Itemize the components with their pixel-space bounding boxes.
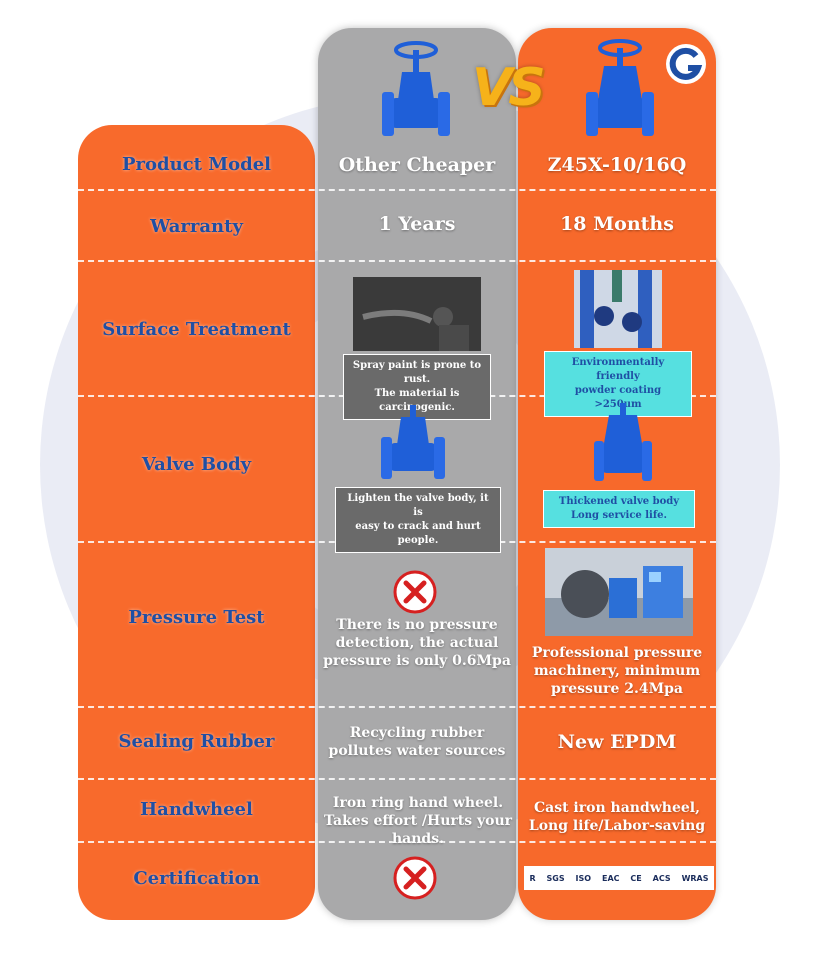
label-certification: Certification bbox=[133, 868, 260, 889]
cert-wras-logo: WRAS bbox=[681, 873, 709, 883]
our-valve-image bbox=[586, 39, 654, 136]
cert-eac-logo: EAC bbox=[601, 873, 620, 883]
label-handwheel: Handwheel bbox=[140, 799, 253, 820]
label-product-model: Product Model bbox=[121, 154, 272, 175]
vs-badge: VS bbox=[472, 58, 546, 118]
label-valve-body: Valve Body bbox=[141, 454, 252, 475]
cert-r-logo: R bbox=[529, 873, 536, 883]
other-valve-caption: Lighten the valve body, it is easy to cr… bbox=[335, 487, 501, 553]
powder-coating-photo bbox=[574, 270, 662, 348]
label-pressure-test: Pressure Test bbox=[128, 607, 265, 628]
other-product-title: Other Cheaper bbox=[338, 154, 496, 176]
other-valve-body-image bbox=[381, 405, 445, 479]
other-pressure-text: There is no pressure detection, the actu… bbox=[323, 617, 511, 669]
row-divider bbox=[78, 189, 716, 191]
other-cheaper-column bbox=[318, 28, 516, 920]
other-sealing-text: Recycling rubber pollutes water sources bbox=[328, 725, 506, 759]
our-product-title: Z45X-10/16Q bbox=[547, 154, 687, 176]
cert-ce-logo: CE bbox=[630, 873, 642, 883]
our-pressure-text: Professional pressure machinery, minimum… bbox=[531, 645, 703, 697]
spray-paint-photo bbox=[353, 277, 481, 351]
other-handwheel-text: Iron ring hand wheel. Takes effort /Hurt… bbox=[323, 795, 513, 847]
row-divider bbox=[78, 778, 716, 780]
our-handwheel-text: Cast iron handwheel, Long life/Labor-sav… bbox=[528, 800, 706, 834]
cert-sgs-logo: SGS bbox=[546, 873, 565, 883]
pressure-machine-photo bbox=[545, 548, 693, 636]
brand-logo-icon bbox=[666, 44, 706, 84]
row-divider bbox=[78, 841, 716, 843]
row-divider bbox=[78, 706, 716, 708]
our-warranty-value: 18 Months bbox=[560, 213, 674, 235]
cert-iso-logo: ISO bbox=[575, 873, 592, 883]
no-pressure-test-x-icon bbox=[393, 570, 437, 614]
row-divider bbox=[78, 260, 716, 262]
our-sealing-text: New EPDM bbox=[557, 731, 677, 753]
our-valve-caption: Thickened valve body Long service life. bbox=[543, 490, 695, 528]
cert-acs-logo: ACS bbox=[652, 873, 671, 883]
label-surface-treatment: Surface Treatment bbox=[102, 319, 291, 340]
no-certification-x-icon bbox=[393, 856, 437, 900]
other-valve-image bbox=[382, 41, 450, 136]
our-product-column bbox=[518, 28, 716, 920]
label-warranty: Warranty bbox=[150, 216, 243, 237]
certification-logos: R SGS ISO EAC CE ACS WRAS bbox=[524, 866, 714, 890]
label-sealing-rubber: Sealing Rubber bbox=[118, 731, 275, 752]
labels-column bbox=[78, 125, 315, 920]
our-valve-body-image bbox=[594, 403, 652, 481]
other-warranty-value: 1 Years bbox=[378, 213, 456, 235]
other-surface-caption: Spray paint is prone to rust. The materi… bbox=[343, 354, 491, 420]
